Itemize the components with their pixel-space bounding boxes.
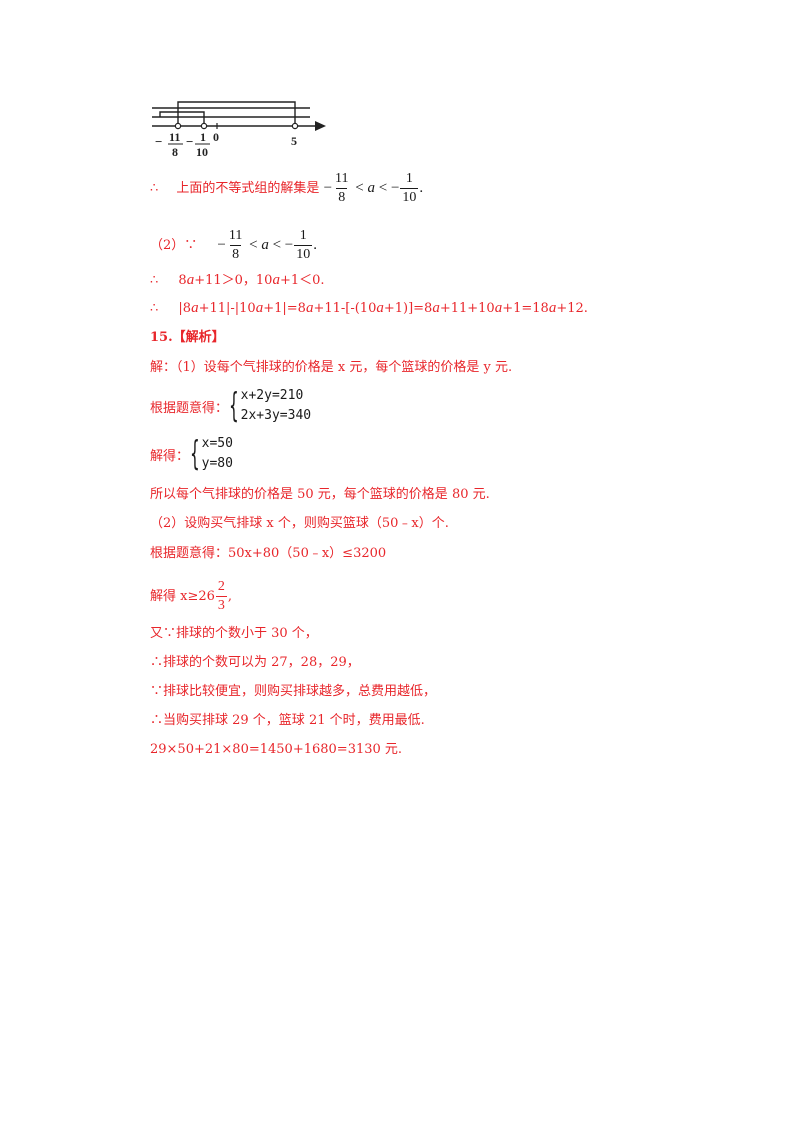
absolute-value-simplification-line: ∴ |8a+11|-|10a+1|=8a+11-[-(10a+1)]=8a+11… [150,300,588,316]
part-2-setup-line: （2）设购买气排球 x 个，则购买篮球（50﹣x）个. [150,516,449,531]
question-15-title: 15.【解析】 [150,330,225,345]
possible-counts-line: ∴排球的个数可以为 27，28，29， [150,655,360,670]
equation-prefix: 根据题意得： [150,400,229,416]
optimal-purchase-line: ∴当购买排球 29 个，篮球 21 个时，费用最低. [150,713,425,728]
axis-arrow [315,121,326,131]
cheaper-reasoning-line: ∵排球比较便宜，则购买排球越多，总费用越低， [150,684,437,699]
label-eight: 8 [172,145,178,159]
therefore-symbol: ∴ [150,180,159,196]
part-2-prefix: （2）∵ [150,237,198,253]
label-eleven: 11 [169,130,180,144]
solution-y: y=80 [201,456,233,471]
sign-conditions-line: ∴ 8a+11＞0，10a+1＜0. [150,272,325,288]
conclusion-line: 所以每个气排球的价格是 50 元，每个篮球的价格是 80 元. [150,487,490,502]
solution-setup-line: 解：（1）设每个气排球的价格是 x 元，每个篮球的价格是 y 元. [150,360,513,375]
number-line-diagram: − 11 8 − 1 10 0 5 [152,101,326,159]
label-minus-1: − [155,134,162,149]
therefore-symbol: ∴ [150,273,159,288]
solution-prefix: 解得： [150,448,190,464]
solution-system: 解得： { x=50 y=80 [150,434,233,474]
therefore-symbol: ∴ [150,301,159,316]
open-point-five [291,122,299,130]
total-cost-line: 29×50+21×80=1450+1680=3130 元. [150,742,403,757]
left-brace: { [189,434,200,474]
equation-1: x+2y=210 [240,388,304,403]
equation-2: 2x+3y=340 [240,408,312,423]
inequality-line: 根据题意得：50x+80（50﹣x）≤3200 [150,546,387,561]
open-point-minus-eleven-eighths [174,122,182,130]
label-zero: 0 [213,130,219,144]
bracket-to-five [177,101,296,125]
label-minus-2: − [186,134,193,149]
left-brace: { [228,386,239,426]
label-one: 1 [200,130,206,144]
open-point-minus-tenth [200,122,208,130]
equation-system: 根据题意得： { x+2y=210 2x+3y=340 [150,386,311,426]
count-limit-line: 又∵排球的个数小于 30 个， [150,626,318,641]
solution-x: x=50 [201,436,233,451]
label-ten: 10 [196,145,208,159]
label-five: 5 [291,134,297,148]
bracket-to-minus-tenth [159,111,205,125]
solution-set-text: 上面的不等式组的解集是 [176,180,320,196]
